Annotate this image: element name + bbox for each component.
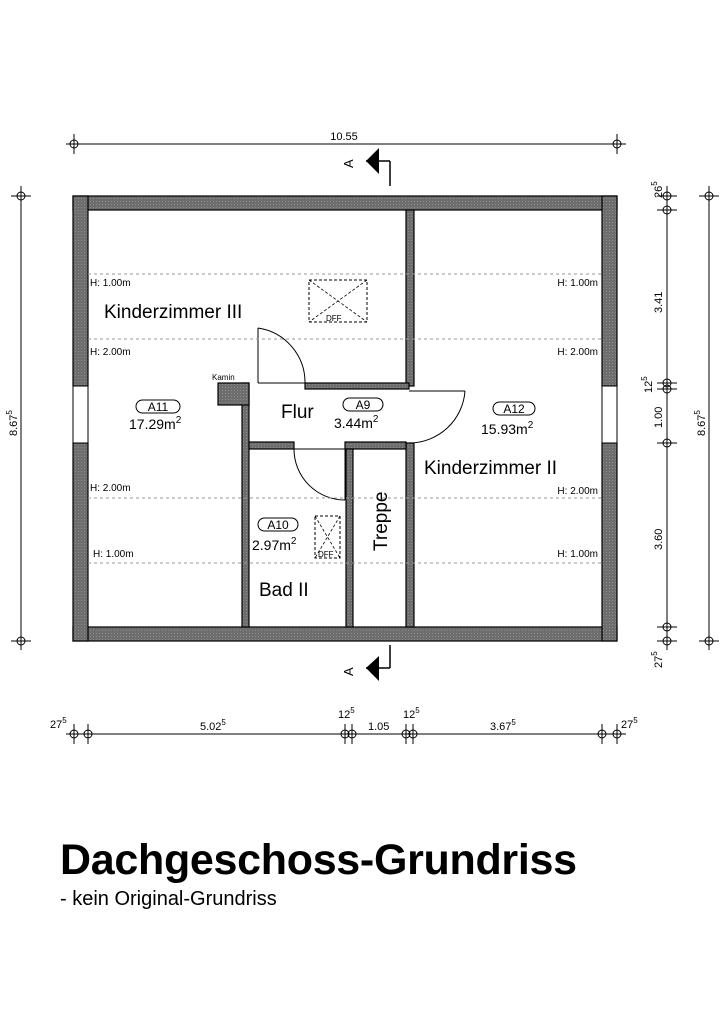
dimension-left <box>11 186 31 650</box>
room-tag: A9 <box>356 398 371 412</box>
dim-right-label: 3.41 <box>653 292 665 313</box>
door-swing-kz3 <box>257 327 306 384</box>
section-marker-top: A <box>341 148 391 186</box>
dim-right-label: 265 <box>650 181 665 198</box>
room-tag: A12 <box>503 402 525 416</box>
dim-right-total: 8.675 <box>693 410 708 436</box>
window-right <box>601 385 618 444</box>
room-flur: Flur A9 3.44m2 <box>281 397 384 431</box>
wall-right-upper <box>601 195 618 387</box>
dimension-right-labels: 265 3.41 125 1.00 3.60 275 <box>640 181 665 668</box>
wall-bad-right <box>345 448 354 628</box>
height-label: H: 2.00m <box>557 486 598 497</box>
dimension-bottom <box>66 724 626 744</box>
dff-window-kz3: DFF <box>308 279 368 323</box>
dim-bottom-label: 125 <box>403 706 420 721</box>
height-label: H: 1.00m <box>93 549 134 560</box>
room-name: Kinderzimmer II <box>424 458 557 479</box>
wall-kz3-right <box>405 209 415 387</box>
dff-window-bad: DFF <box>314 515 341 559</box>
wall-top <box>72 195 618 211</box>
room-area: 3.44m2 <box>334 414 379 431</box>
dim-bottom-label: 3.675 <box>490 718 516 733</box>
dim-bottom-label: 125 <box>338 706 355 721</box>
wall-bottom <box>72 626 618 642</box>
wall-right-lower <box>601 442 618 642</box>
height-label: H: 1.00m <box>557 278 598 289</box>
room-name: Kinderzimmer III <box>104 302 242 323</box>
dim-right-label: 125 <box>640 376 655 393</box>
window-left <box>72 385 89 444</box>
room-treppe: Treppe <box>371 492 392 552</box>
wall-flur-left <box>241 382 250 628</box>
wall-left-lower <box>72 442 89 642</box>
door-swing-kz2 <box>408 390 466 444</box>
dimension-right-outer <box>699 186 719 650</box>
room-kinderzimmer-3: Kinderzimmer III A11 17.29m2 <box>104 302 242 432</box>
height-label: H: 1.00m <box>90 278 131 289</box>
height-label: H: 2.00m <box>90 483 131 494</box>
room-kinderzimmer-2: Kinderzimmer II A12 15.93m2 <box>424 401 557 479</box>
section-label: A <box>341 667 356 676</box>
section-marker-bottom: A <box>341 645 391 681</box>
height-lines <box>88 273 602 564</box>
room-name: Flur <box>281 402 314 423</box>
wall-flur-top <box>304 382 410 390</box>
page-subtitle: - kein Original-Grundriss <box>60 888 277 910</box>
room-area: 2.97m2 <box>252 536 297 553</box>
dim-bottom-label: 275 <box>621 716 638 731</box>
room-tag: A10 <box>267 518 289 532</box>
stair-outline <box>352 448 407 628</box>
dimension-right-inner <box>657 186 677 650</box>
height-label: H: 1.00m <box>557 549 598 560</box>
kamin-label: Kamin <box>212 373 235 382</box>
section-label: A <box>341 159 356 168</box>
dim-right-label: 1.00 <box>653 407 665 428</box>
room-area: 17.29m2 <box>129 415 182 432</box>
dim-right-label: 275 <box>650 651 665 668</box>
dff-label: DFF <box>318 550 334 559</box>
dimension-bottom-labels: 275 5.025 125 1.05 125 3.675 275 <box>50 706 638 733</box>
room-tag: A11 <box>148 400 169 414</box>
dff-label: DFF <box>326 314 342 323</box>
window-openings <box>72 385 618 444</box>
height-label: H: 2.00m <box>90 347 131 358</box>
room-area: 15.93m2 <box>481 420 534 437</box>
dim-left-total: 8.675 <box>5 410 20 436</box>
room-name: Bad II <box>259 580 309 601</box>
wall-flur-bottom <box>248 441 295 450</box>
door-swing-bad <box>293 448 346 501</box>
dim-bottom-label: 5.025 <box>200 718 226 733</box>
page-title: Dachgeschoss-Grundriss <box>60 836 577 884</box>
wall-left-upper <box>72 195 89 387</box>
dim-right-label: 3.60 <box>653 529 665 550</box>
dimension-top <box>66 134 626 154</box>
dim-bottom-label: 275 <box>50 716 67 731</box>
walls <box>72 195 618 642</box>
height-label: H: 2.00m <box>557 347 598 358</box>
wall-kz2-left <box>405 442 415 628</box>
wall-flur-bottom-right <box>344 441 407 450</box>
dim-bottom-label: 1.05 <box>368 721 389 733</box>
height-labels: H: 1.00m H: 1.00m H: 2.00m H: 2.00m H: 2… <box>90 278 598 560</box>
kamin <box>217 382 250 406</box>
dim-top-total: 10.55 <box>330 131 358 143</box>
room-bad-2: A10 2.97m2 Bad II <box>252 517 309 601</box>
doors <box>257 327 466 501</box>
